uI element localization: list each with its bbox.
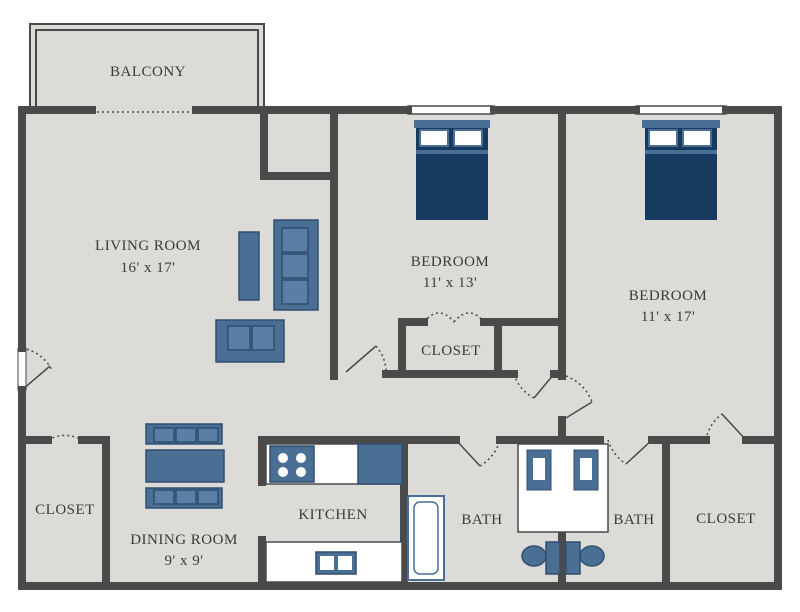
room-labels: BALCONY LIVING ROOM 16' x 17' BEDROOM 11… [35,64,756,569]
bedroom2-size: 11' x 17' [641,309,695,325]
bedroom2-door [565,375,593,419]
closet-left-label: CLOSET [35,502,95,518]
sofa [273,219,319,311]
bath1-label: BATH [461,512,502,528]
balcony-label: BALCONY [110,64,186,80]
fridge [357,443,403,485]
bath-fixtures [407,443,609,581]
bath1-door [455,439,501,467]
bath2-door [607,439,653,465]
doors [21,312,747,467]
bed-bedroom2 [642,120,720,220]
bedroom1-hall-door [513,373,555,399]
bedroom1-size: 11' x 13' [423,275,477,291]
kitchen-counters [265,443,403,583]
dining-set [145,423,225,509]
kitchen-label: KITCHEN [298,507,367,523]
balcony-railing [29,23,265,110]
closet-right-door [705,413,747,441]
entry-door [21,347,53,391]
bath2-label: BATH [613,512,654,528]
living-room-label: LIVING ROOM [95,238,201,254]
bed-bedroom1 [414,120,490,220]
walls [18,106,782,590]
dining-room-label: DINING ROOM [130,532,238,548]
closet-center-label: CLOSET [421,343,481,359]
bedroom1-label: BEDROOM [411,254,490,270]
bedroom1-door [345,345,387,375]
living-room-size: 16' x 17' [121,260,176,276]
bedroom2-label: BEDROOM [629,288,708,304]
dining-room-size: 9' x 9' [165,553,204,569]
loveseat [215,319,285,363]
toilets [521,541,605,575]
stove [269,445,315,483]
coffee-table [238,231,260,301]
living-furniture [215,219,319,363]
closet-right-label: CLOSET [696,511,756,527]
